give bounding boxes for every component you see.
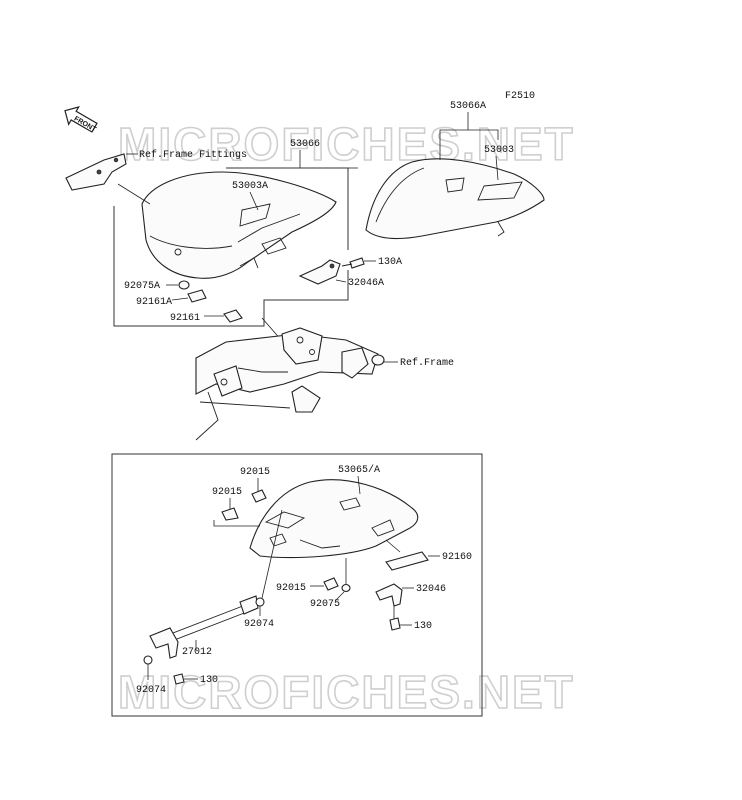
label-27012: 27012 xyxy=(182,647,212,658)
label-92075: 92075 xyxy=(310,599,340,610)
bracket-32046 xyxy=(375,583,403,607)
clip-92015-c xyxy=(323,577,339,591)
label-53003A: 53003A xyxy=(232,181,268,192)
damper-92075 xyxy=(341,583,351,593)
seat-cowl xyxy=(365,158,545,240)
label-32046A: 32046A xyxy=(348,278,384,289)
pad-92161 xyxy=(223,309,243,323)
label-130-a: 130 xyxy=(414,621,432,632)
frame-fitting-bracket xyxy=(65,153,127,191)
label-92074-b: 92074 xyxy=(136,685,166,696)
diagram-code: F2510 xyxy=(505,91,535,102)
label-130A: 130A xyxy=(378,257,402,268)
label-92161: 92161 xyxy=(170,313,200,324)
clip-92015-b xyxy=(221,507,239,521)
watermark-top: MICROFICHES.NET xyxy=(118,118,575,170)
bolt-130-a xyxy=(389,617,401,631)
label-53066A: 53066A xyxy=(450,101,486,112)
watermark-bottom: MICROFICHES.NET xyxy=(118,666,575,718)
pad-92161A xyxy=(187,289,207,303)
grommet-92074-a xyxy=(255,597,265,607)
bolt-130-b xyxy=(173,673,185,685)
label-53065A: 53065/A xyxy=(338,464,380,476)
label-32046: 32046 xyxy=(416,584,446,595)
bolt-130A xyxy=(341,257,365,269)
label-92161A: 92161A xyxy=(136,297,172,308)
label-92015-c: 92015 xyxy=(276,583,306,594)
label-92075A: 92075A xyxy=(124,281,160,292)
rear-seat xyxy=(249,479,419,559)
bottom-group-box xyxy=(111,453,483,717)
strip-92160 xyxy=(385,551,429,571)
label-92074-a: 92074 xyxy=(244,619,274,630)
damper-92075A xyxy=(178,280,190,290)
cable-27012 xyxy=(143,595,259,665)
bracket-32046A xyxy=(298,259,341,285)
label-130-b: 130 xyxy=(200,675,218,686)
label-92015-b: 92015 xyxy=(212,487,242,498)
label-53066: 53066 xyxy=(290,139,320,150)
label-ref-frame-fittings: Ref.Frame Fittings xyxy=(139,149,247,161)
front-arrow-icon: FRONT xyxy=(64,106,98,134)
label-ref-frame: Ref.Frame xyxy=(400,357,454,369)
clip-92015-a xyxy=(251,489,267,503)
rear-frame xyxy=(195,327,385,441)
front-seat xyxy=(141,171,337,279)
label-92160: 92160 xyxy=(442,552,472,563)
label-92015-a: 92015 xyxy=(240,467,270,478)
label-53003-top: 53003 xyxy=(484,145,514,156)
